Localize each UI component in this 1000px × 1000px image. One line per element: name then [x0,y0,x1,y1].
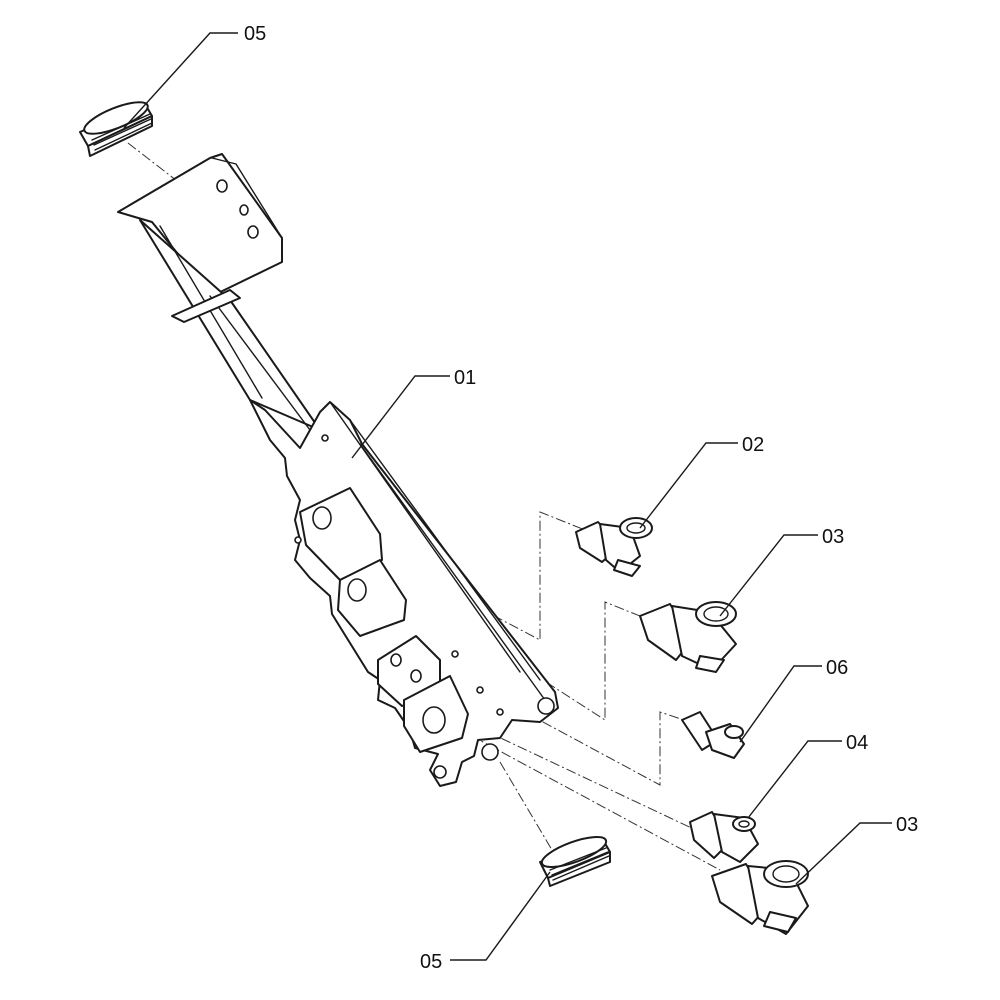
callout-02: 02 [742,434,764,456]
part-03-bottom-elbow-fitting [711,860,809,935]
callout-05-top: 05 [244,23,266,45]
part-04-elbow-fitting [689,811,759,863]
callout-06: 06 [826,657,848,679]
leader-lines [123,32,892,961]
part-05-top-cap [79,101,153,157]
part-03-top-elbow-fitting [639,601,737,673]
callout-labels: 05 01 02 03 06 04 03 05 [244,23,918,973]
callout-03-top: 03 [822,526,844,548]
callout-04: 04 [846,732,868,754]
part-02-elbow-fitting [575,517,653,577]
callout-03-bottom: 03 [896,814,918,836]
part-01-bracket-arm [117,153,559,787]
callout-01: 01 [454,367,476,389]
part-05-bottom-cap [539,836,611,887]
part-06-small-fitting [681,711,745,759]
callout-05-bottom: 05 [420,951,442,973]
